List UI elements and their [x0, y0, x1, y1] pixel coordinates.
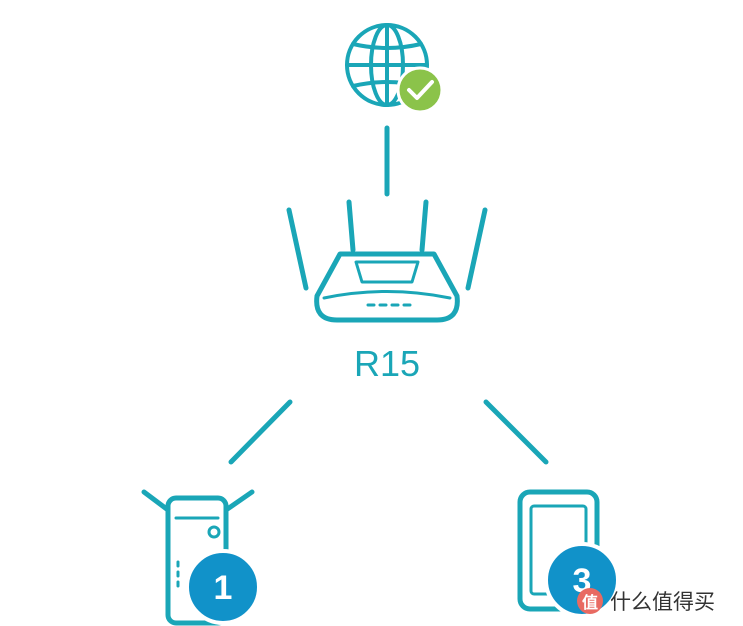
router-label: R15 [354, 343, 420, 384]
extender-count-text: 1 [214, 569, 233, 607]
globe-icon[interactable] [345, 23, 429, 107]
link-router-extender [228, 399, 293, 465]
extender-icon[interactable] [141, 489, 255, 626]
link-router-phone [483, 399, 549, 465]
router-icon[interactable] [286, 199, 488, 323]
checkmark-icon [396, 66, 444, 114]
watermark: 值 什么值得买 [577, 588, 715, 614]
watermark-text: 什么值得买 [610, 590, 715, 614]
zhi-logo-icon: 值 [577, 588, 603, 614]
svg-text:值: 值 [582, 593, 598, 612]
extender-count-badge: 1 [185, 549, 261, 625]
